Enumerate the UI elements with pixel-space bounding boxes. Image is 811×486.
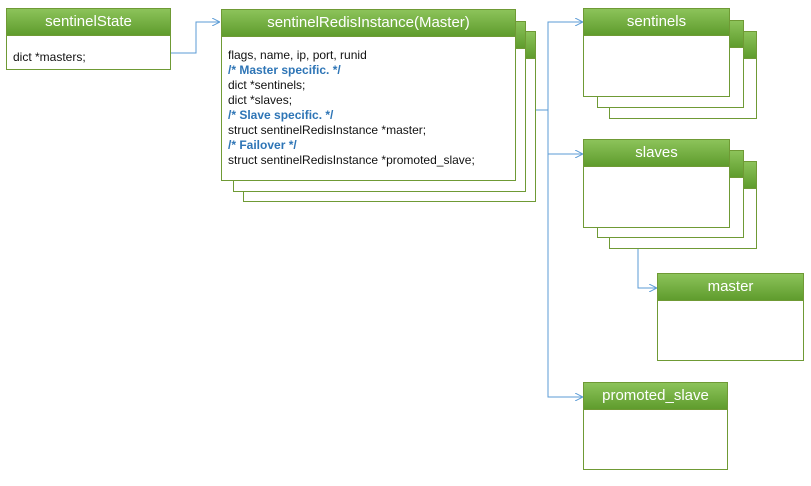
sentinel-state-header: sentinelState [6,8,171,36]
comment-line: /* Master specific. */ [228,63,341,77]
comment-line: /* Failover */ [228,138,297,152]
master-connector [637,236,656,288]
promoted-slave-header: promoted_slave [583,382,728,410]
redis-instance-fields: flags, name, ip, port, runid /* Master s… [228,48,475,168]
sentinel-state-box: sentinelState dict *masters; [6,8,171,70]
field-line: dict *sentinels; [228,78,306,92]
field-line: flags, name, ip, port, runid [228,48,367,62]
slaves-connector [547,110,582,154]
field-line: struct sentinelRedisInstance *master; [228,123,427,137]
field-masters: dict *masters; [13,50,86,64]
promoted-slave-connector [547,154,582,397]
master-box: master [657,273,804,361]
field-line: struct sentinelRedisInstance *promoted_s… [228,153,475,167]
redis-instance-box: sentinelRedisInstance(Master) flags, nam… [221,9,516,181]
slaves-box: slaves [583,139,730,228]
sentinel-state-fields: dict *masters; [13,50,86,65]
redis-instance-header: sentinelRedisInstance(Master) [221,9,516,37]
field-line: dict *slaves; [228,93,293,107]
master-header: master [657,273,804,301]
sentinels-box: sentinels [583,8,730,97]
slaves-header: slaves [583,139,730,167]
sentinels-header: sentinels [583,8,730,36]
comment-line: /* Slave specific. */ [228,108,334,122]
promoted-slave-box: promoted_slave [583,382,728,470]
masters-connector [170,22,219,54]
